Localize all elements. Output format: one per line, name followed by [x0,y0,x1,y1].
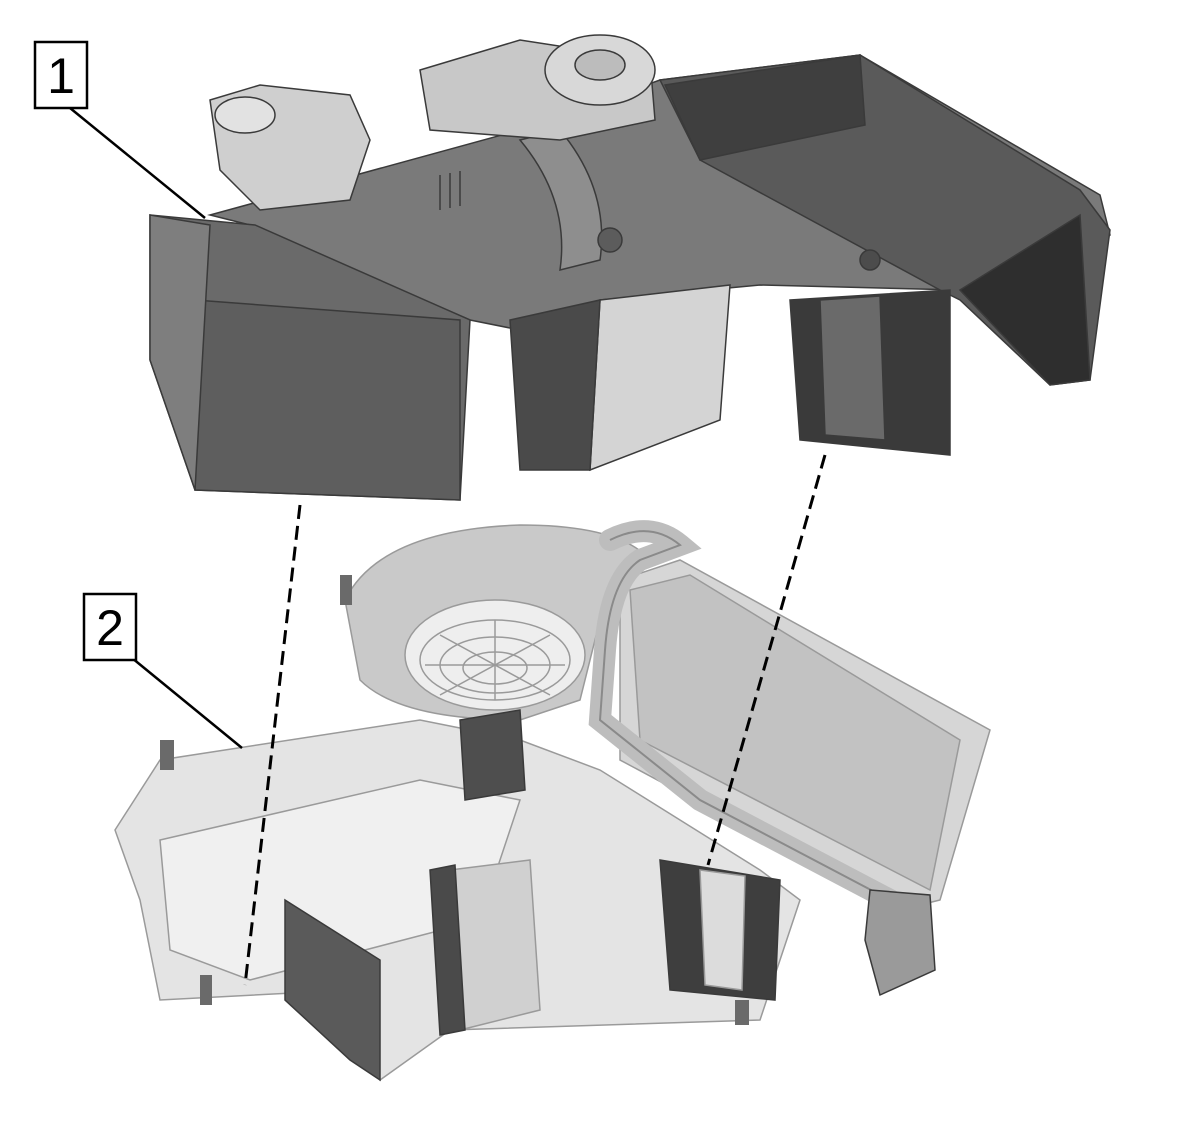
alignment-line-left [243,504,302,986]
callout-1-leader [69,107,206,219]
mounting-clip [160,740,174,770]
right-outlet-opening [958,213,1091,386]
blower-side-panel [459,709,526,801]
mounting-boss [597,227,623,253]
expansion-valve-block [864,889,936,997]
right-duct-top-block [663,54,866,161]
lower-right-leg-inner [699,869,746,991]
callout-1: 1 [33,40,206,219]
left-inlet-front-face [194,299,461,501]
evaporator-core-fins [629,574,961,892]
alignment-line-right [706,454,827,866]
lower-housing [114,520,991,1082]
blower-motor-actuator-top [419,34,656,141]
mounting-boss [859,249,881,271]
callout-2: 2 [82,592,243,749]
evaporator-core-window [589,284,731,472]
callout-1-label: 1 [47,48,75,104]
evaporator-frame [509,299,601,471]
callout-2-box [82,592,138,662]
lower-center-channel-wall [429,864,466,1036]
callout-2-leader [131,657,243,749]
refrigerant-pipe-outline [598,530,891,901]
callout-2-label: 2 [96,600,124,656]
right-downward-leg-face [819,295,886,441]
lower-left-wall [284,898,381,1082]
mounting-clip [735,1000,749,1025]
callout-1-box [33,40,89,110]
mounting-clip [200,975,212,1005]
left-inlet-side-face [149,214,211,491]
mounting-clip [340,575,352,605]
blower-wheel-grille [419,619,571,701]
housing-curved-ridge [518,129,603,271]
upper-housing [149,34,1111,501]
blend-door-actuator-left [209,84,371,211]
